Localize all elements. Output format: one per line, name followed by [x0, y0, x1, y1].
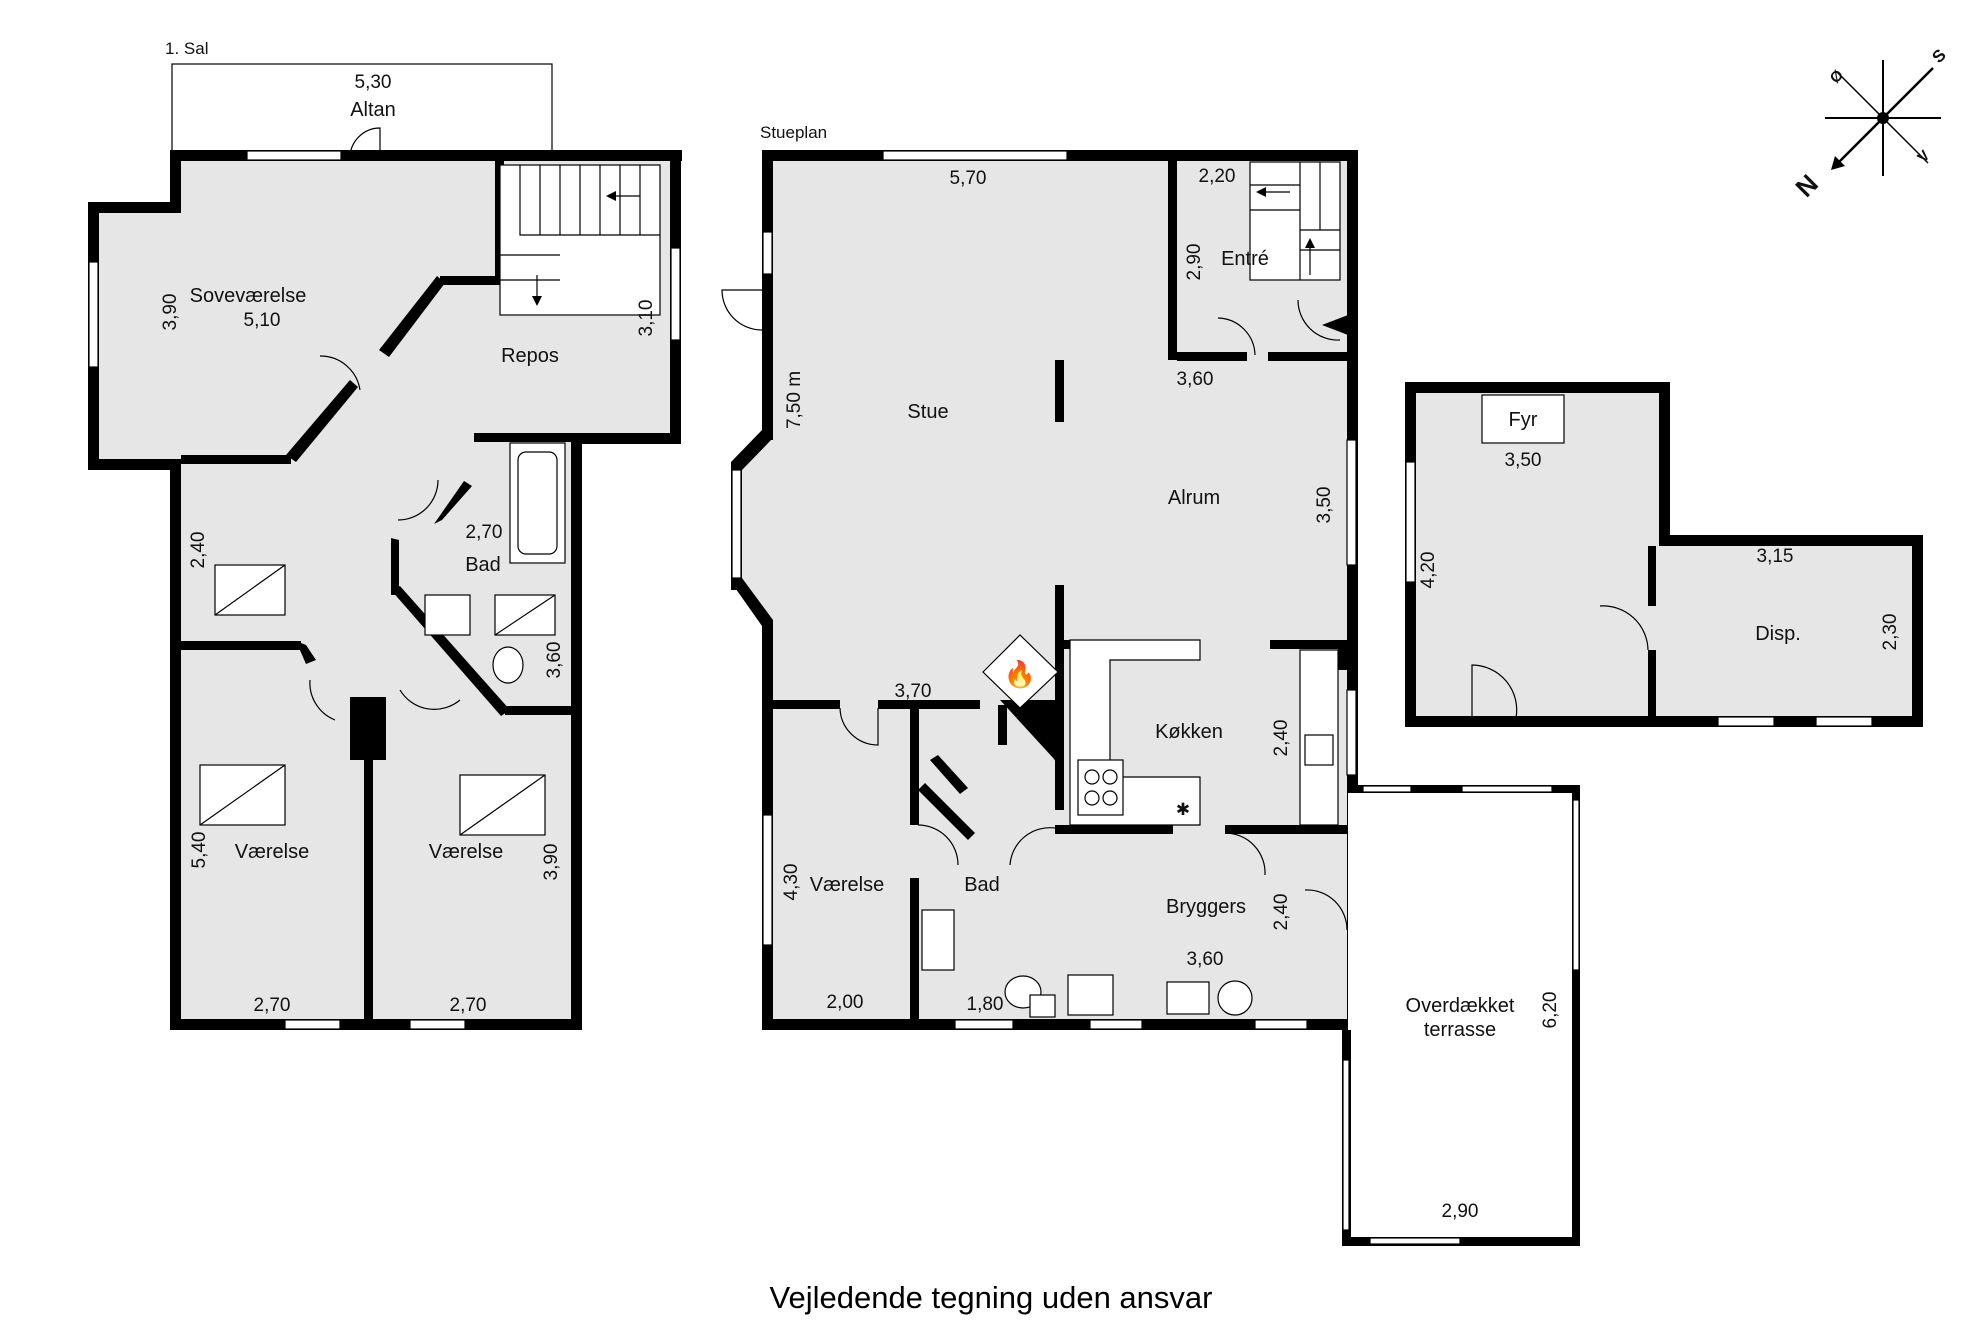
flame-icon: 🔥	[1004, 659, 1036, 689]
dryer-icon	[1217, 980, 1253, 1016]
altan-label: Altan	[350, 99, 396, 121]
ground-floor: Stueplan	[721, 123, 1358, 1030]
bryggers-label: Bryggers	[1166, 896, 1246, 918]
koekken-label: Køkken	[1155, 721, 1223, 743]
bryggers-height: 2,40	[1271, 894, 1292, 931]
bad-door-ground[interactable]	[917, 824, 959, 866]
washer-icon	[1067, 974, 1114, 1016]
sove-height: 3,90	[160, 294, 181, 331]
alrum-height: 3,50	[1314, 487, 1335, 524]
bryggers-width: 3,60	[1187, 949, 1224, 970]
hall-door-left[interactable]	[309, 679, 336, 721]
alrum-label: Alrum	[1168, 487, 1220, 509]
repos-label: Repos	[501, 345, 559, 367]
annex-area	[1415, 390, 1915, 718]
sove-door[interactable]	[319, 355, 361, 391]
first-floor-stairs	[499, 164, 661, 316]
stue-label: Stue	[907, 401, 948, 423]
stove-icon	[1077, 759, 1124, 816]
vaerelse-right-label: Værelse	[429, 841, 503, 863]
front-door[interactable]	[1297, 299, 1341, 341]
terrace: Overdækket terrasse 6,20 2,90	[1342, 785, 1580, 1246]
vr-height: 3,90	[541, 844, 562, 881]
terrasse-height: 6,20	[1540, 992, 1561, 1029]
vaerelse-left-label: Værelse	[235, 841, 309, 863]
garden-door[interactable]	[721, 289, 763, 331]
altan-width: 5,30	[355, 72, 392, 93]
sink-icon	[1166, 981, 1210, 1015]
disclaimer-text: Vejledende tegning uden ansvar	[769, 1280, 1213, 1315]
hall-door-right[interactable]	[399, 689, 461, 710]
first-floor-doors	[309, 127, 461, 721]
annex: Fyr 3,50 4,20 3,15 Disp. 2,30	[1405, 382, 1923, 727]
first-floor-title: 1. Sal	[165, 39, 208, 58]
bryggers-door[interactable]	[1009, 827, 1056, 866]
vaerelse-height: 4,30	[781, 864, 802, 901]
sink-icon	[1304, 734, 1334, 766]
disp-width: 3,15	[1757, 546, 1794, 567]
vaerelse-width: 2,00	[827, 992, 864, 1013]
bad-width: 2,70	[466, 522, 503, 543]
ground-fixtures: ✱ 🔥	[921, 634, 1339, 1018]
entre-door[interactable]	[1217, 317, 1256, 356]
hall-height: 2,40	[188, 532, 209, 569]
ground-doors	[721, 289, 1348, 931]
terrasse-width: 2,90	[1442, 1201, 1479, 1222]
disp-height: 2,30	[1880, 614, 1901, 651]
terrasse-label-1: Overdækket	[1406, 995, 1515, 1017]
compass-icon: N S Ø V	[1789, 45, 1949, 203]
first-floor-fixtures	[199, 442, 566, 836]
fyr-height: 4,20	[1418, 552, 1439, 589]
bad-door[interactable]	[397, 479, 439, 521]
sovevaerelse-label: Soveværelse	[190, 285, 307, 307]
bad-label: Bad	[465, 554, 501, 576]
repos-height: 3,10	[636, 300, 657, 337]
toilet-icon	[492, 646, 524, 684]
bathtub-icon	[509, 442, 566, 564]
back-door[interactable]	[1304, 889, 1348, 931]
boiler-icon	[1481, 394, 1565, 444]
compass-east: Ø	[1827, 66, 1848, 87]
koekken-height: 2,40	[1271, 720, 1292, 757]
disp-door[interactable]	[1599, 605, 1649, 651]
entre-label: Entré	[1221, 248, 1269, 270]
disp-label: Disp.	[1755, 623, 1801, 645]
ground-stairs	[1249, 161, 1353, 335]
first-floor-windows	[88, 150, 681, 1030]
vr-width: 2,70	[450, 995, 487, 1016]
vaerelse-label: Værelse	[810, 874, 884, 896]
vl-height: 5,40	[189, 832, 210, 869]
annex-door[interactable]	[1471, 664, 1518, 719]
alrum-width: 3,60	[1177, 369, 1214, 390]
vl-width: 2,70	[254, 995, 291, 1016]
stue-bottom-width: 3,70	[895, 681, 932, 702]
first-floor: 1. Sal	[88, 39, 682, 1030]
entre-width: 2,20	[1199, 166, 1236, 187]
vaerelse-door[interactable]	[839, 707, 879, 746]
ground-windows	[731, 150, 1357, 1030]
stue-width: 5,70	[950, 168, 987, 189]
bad-height: 3,60	[544, 642, 565, 679]
bad-ground-width: 1,80	[967, 994, 1004, 1015]
fyr-label: Fyr	[1509, 409, 1538, 431]
sink-icon	[424, 594, 471, 636]
compass-south: S	[1928, 45, 1949, 66]
bad-ground-label: Bad	[964, 874, 1000, 896]
fireplace-icon	[982, 634, 1059, 709]
sink-icon	[921, 909, 955, 971]
first-floor-inner-walls	[181, 160, 580, 1030]
compass-north: N	[1789, 168, 1823, 202]
balcony-door[interactable]	[349, 127, 381, 159]
fyr-width: 3,50	[1505, 450, 1542, 471]
sove-width: 5,10	[244, 310, 281, 331]
freezer-icon: ✱	[1176, 800, 1190, 819]
compass-west: V	[1914, 147, 1933, 166]
stue-height: 7,50 m	[784, 371, 805, 429]
terrasse-label-2: terrasse	[1424, 1019, 1496, 1041]
koekken-door[interactable]	[1224, 832, 1266, 876]
entre-height: 2,90	[1184, 244, 1205, 281]
ground-floor-title: Stueplan	[760, 123, 827, 142]
